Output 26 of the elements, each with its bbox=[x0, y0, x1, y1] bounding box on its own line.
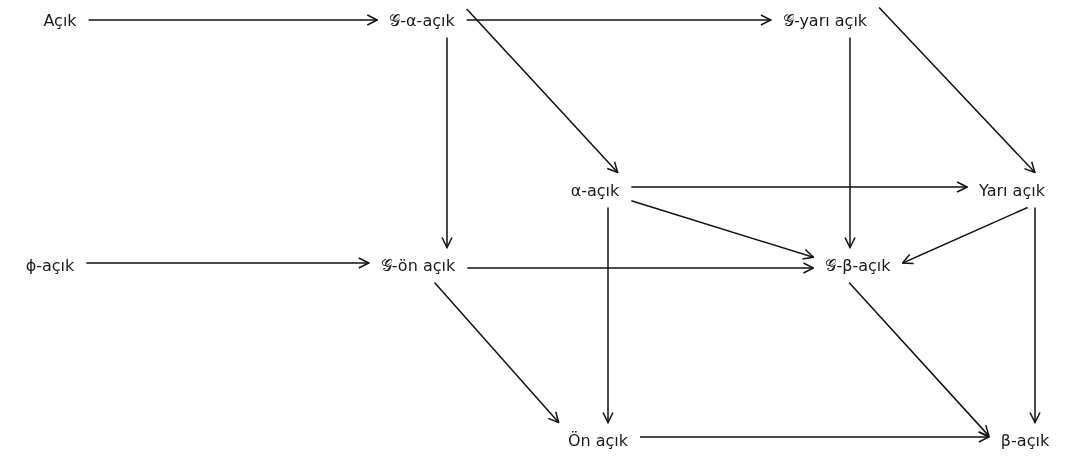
node-label: 𝒢-α-açık bbox=[377, 2, 467, 38]
arrow bbox=[602, 206, 614, 424]
node-label: 𝒢-yarı açık bbox=[770, 2, 880, 38]
node-label: Ön açık bbox=[555, 422, 641, 458]
arrow bbox=[630, 200, 815, 260]
arrow bbox=[1029, 206, 1041, 424]
arrow bbox=[848, 281, 990, 437]
node-label: 𝒢-β-açık bbox=[813, 247, 903, 283]
node-label: β-açık bbox=[988, 422, 1062, 458]
node-label: Yarı açık bbox=[967, 172, 1057, 208]
arrow bbox=[878, 6, 1036, 174]
arrow bbox=[901, 206, 1029, 265]
arrow bbox=[433, 281, 560, 424]
arrow bbox=[639, 431, 990, 443]
node-label: Açık bbox=[31, 2, 89, 38]
arrow bbox=[87, 14, 379, 26]
arrow bbox=[466, 262, 815, 274]
arrow bbox=[85, 257, 370, 269]
node-label: α-açık bbox=[558, 172, 632, 208]
node-label: 𝒢-ön açık bbox=[368, 247, 468, 283]
node-label: ϕ-açık bbox=[13, 247, 87, 283]
arrow bbox=[844, 36, 856, 249]
arrow bbox=[465, 8, 619, 174]
arrow bbox=[630, 181, 968, 193]
arrow bbox=[465, 14, 772, 26]
arrow bbox=[441, 36, 453, 249]
